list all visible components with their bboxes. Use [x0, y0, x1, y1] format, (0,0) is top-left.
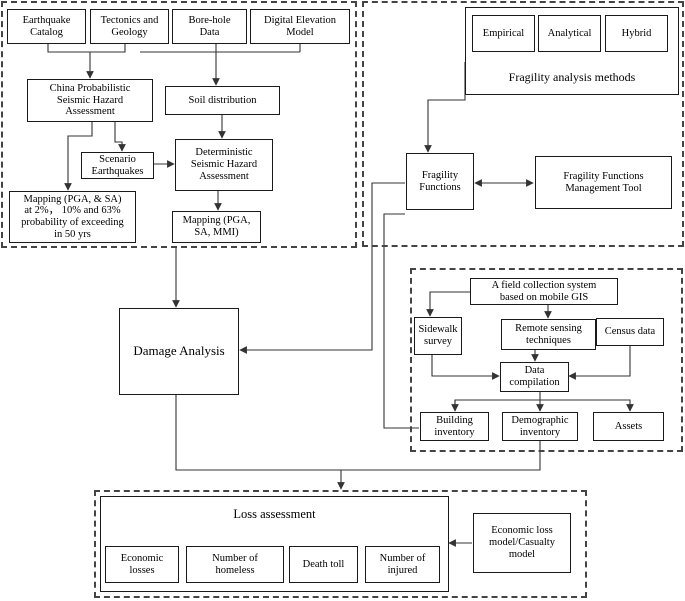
connector-sources-to-psha [47, 43, 90, 53]
china-psha-box: China Probabilistic Seismic Hazard Asses… [27, 79, 153, 122]
connector-census-to-compilation [568, 345, 631, 380]
soil-distribution-box: Soil distribution [165, 86, 280, 115]
demographic-inventory-box: Demographic inventory [502, 412, 578, 441]
death-toll-box: Death toll [289, 546, 358, 583]
fragility-group [362, 1, 684, 247]
damage-analysis-box: Damage Analysis [119, 308, 239, 395]
connector-building-feedback [383, 213, 419, 429]
inventory-group [410, 268, 683, 452]
connector-psha-to-mapping [64, 121, 93, 191]
remote-sensing-box: Remote sensing techniques [501, 319, 596, 350]
building-inventory-box: Building inventory [420, 412, 489, 441]
field-collection-box: A field collection system based on mobil… [470, 278, 618, 305]
digital-elevation-model-box: Digital Elevation Model [250, 9, 350, 44]
earthquake-catalog-box: Earthquake Catalog [7, 9, 86, 44]
assets-box: Assets [593, 412, 664, 441]
data-compilation-box: Data compilation [500, 362, 569, 392]
deterministic-sha-box: Deterministic Seismic Hazard Assessment [175, 139, 273, 191]
scenario-earthquakes-box: Scenario Earthquakes [81, 152, 154, 179]
mapping-probabilistic-box: Mapping (PGA, & SA) at 2%， 10% and 63% p… [9, 191, 136, 243]
bore-hole-data-box: Bore-hole Data [172, 9, 247, 44]
economic-model-box: Economic loss model/Casualty model [473, 513, 571, 573]
number-homeless-box: Number of homeless [186, 546, 284, 583]
number-injured-box: Number of injured [365, 546, 440, 583]
connector-tectonics-to-psha [90, 43, 126, 53]
connector-functions-to-damage [239, 182, 405, 354]
hazard-group [1, 1, 357, 248]
fragility-functions-box: Fragility Functions [406, 153, 474, 210]
hybrid-box: Hybrid [605, 15, 668, 52]
fragility-management-tool-box: Fragility Functions Management Tool [535, 156, 672, 209]
loss-group [94, 490, 587, 598]
empirical-box: Empirical [472, 15, 535, 52]
connector-psha-to-scenario [114, 121, 126, 152]
tectonics-geology-box: Tectonics and Geology [90, 9, 169, 44]
analytical-box: Analytical [538, 15, 601, 52]
connector-sidewalk-to-compilation [431, 355, 500, 380]
connector-damage-to-loss [175, 395, 541, 471]
mapping-deterministic-box: Mapping (PGA, SA, MMI) [172, 211, 261, 243]
census-data-box: Census data [596, 318, 664, 346]
connector-field-to-sidewalk [426, 291, 470, 317]
economic-losses-box: Economic losses [105, 546, 179, 583]
sidewalk-survey-box: Sidewalk survey [414, 317, 462, 355]
